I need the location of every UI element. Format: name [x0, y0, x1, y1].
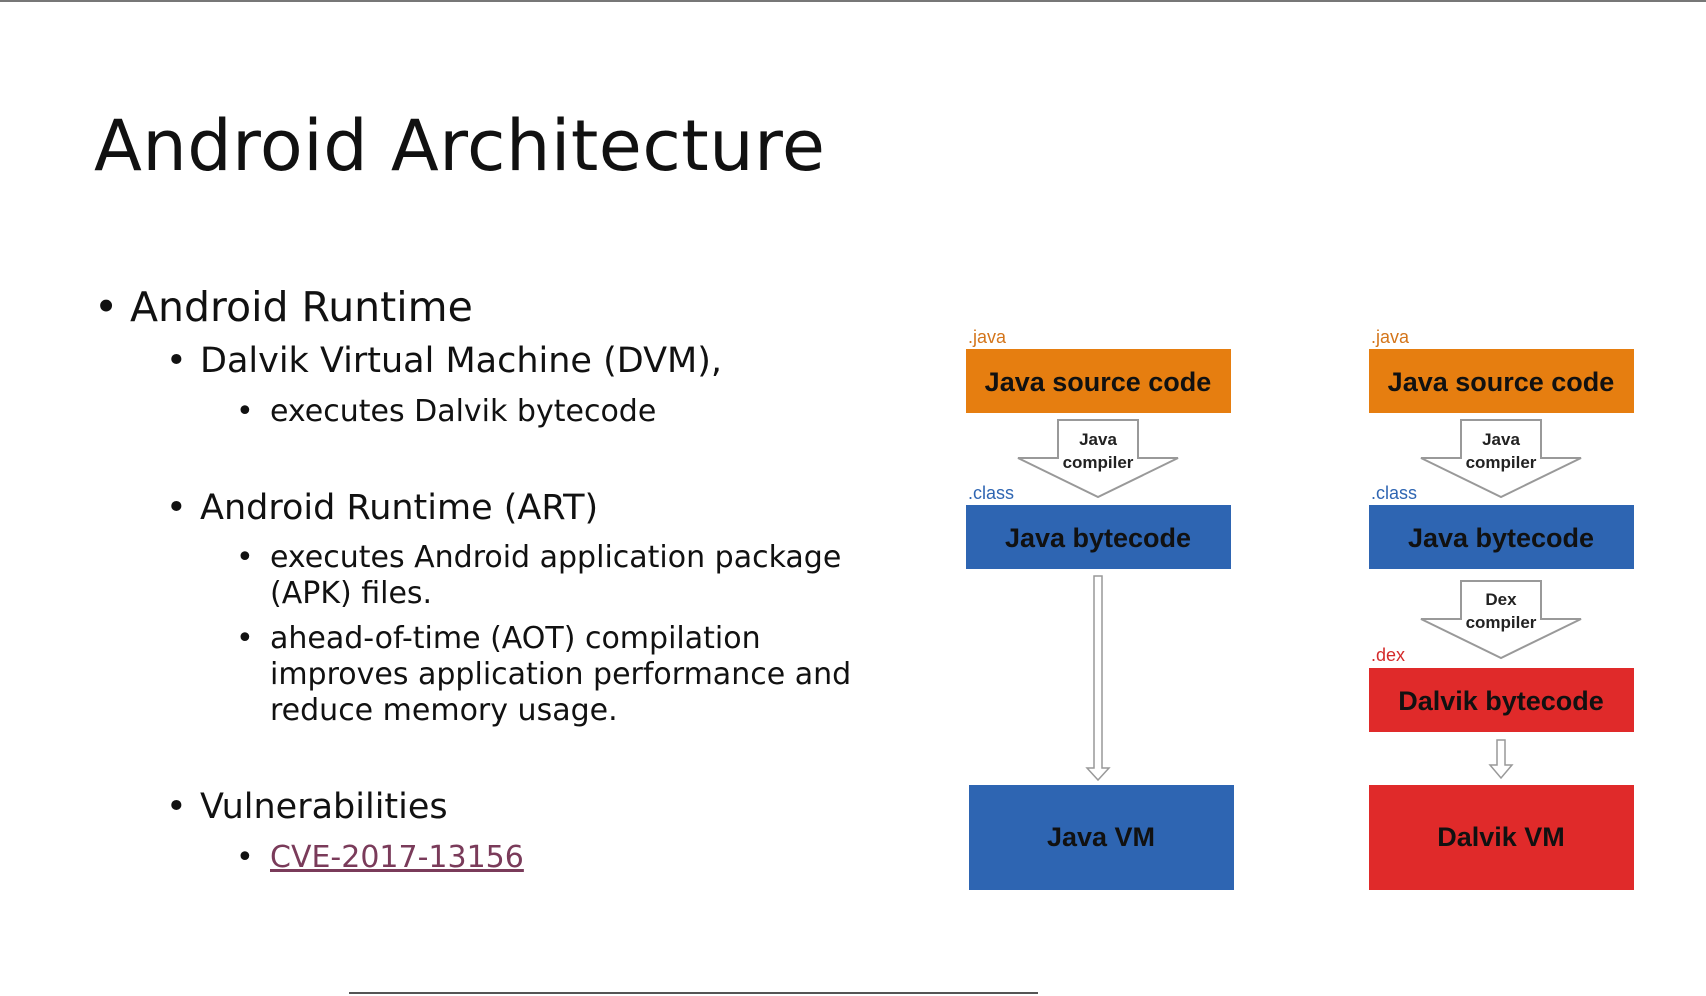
left-compiler-label-2: compiler — [1063, 453, 1134, 472]
left-java-vm-label: Java VM — [1047, 822, 1155, 852]
bullet-line: executes Dalvik bytecode — [270, 394, 657, 429]
right-compiler-label-2: compiler — [1466, 453, 1537, 472]
right-java-bytecode-box — [1369, 505, 1634, 569]
right-java-source-box — [1369, 349, 1634, 413]
left-java-source-box — [966, 349, 1231, 413]
bullet-dot: • — [236, 621, 254, 656]
bullet-dot: • — [166, 787, 187, 827]
bullet-dot: • — [166, 341, 187, 381]
left-java-vm-box — [969, 785, 1234, 890]
left-java-compiler-arrow — [1017, 419, 1179, 499]
bullet-text: Vulnerabilities — [200, 787, 448, 827]
bullet-text: executes Dalvik bytecode — [270, 394, 656, 430]
bullet-line: (APK) files. — [270, 576, 433, 611]
right-java-compiler-arrow — [1420, 419, 1582, 499]
bullet-line: executes Android application package — [270, 540, 842, 575]
left-ext-class: .class — [968, 483, 1014, 503]
right-dex-label-2: compiler — [1466, 613, 1537, 632]
right-dex-compiler-arrow — [1420, 580, 1582, 660]
left-java-bytecode-box — [966, 505, 1231, 569]
right-short-arrow — [1488, 739, 1514, 780]
left-java-source-label: Java source code — [985, 367, 1212, 397]
bullet-dot: • — [236, 394, 254, 429]
right-java-source-label: Java source code — [1388, 367, 1615, 397]
right-dalvik-bytecode-box — [1369, 668, 1634, 732]
right-ext-dex: .dex — [1371, 645, 1405, 665]
bullet-dot: • — [166, 488, 187, 528]
bullet-text: ahead-of-time (AOT) compilation improves… — [270, 621, 851, 729]
bullet-line: ahead-of-time (AOT) compilation — [270, 621, 761, 656]
bullet-text: Android Runtime (ART) — [200, 488, 599, 528]
bullet-dot: • — [236, 840, 254, 875]
bullet-text: CVE-2017-13156 — [270, 840, 524, 876]
right-ext-java: .java — [1371, 327, 1410, 347]
right-dex-label-1: Dex — [1485, 590, 1517, 609]
bullet-dot: • — [94, 283, 119, 331]
right-ext-class: .class — [1371, 483, 1417, 503]
bullet-dot: • — [236, 540, 254, 575]
bullet-text: Android Runtime — [130, 283, 473, 331]
right-java-bytecode-label: Java bytecode — [1408, 523, 1594, 553]
right-dalvik-vm-label: Dalvik VM — [1437, 822, 1565, 852]
left-ext-java: .java — [968, 327, 1007, 347]
top-border — [0, 0, 1706, 2]
bottom-border — [349, 992, 1038, 994]
cve-link[interactable]: CVE-2017-13156 — [270, 840, 524, 875]
slide-title: Android Architecture — [94, 105, 826, 187]
right-dalvik-bytecode-label: Dalvik bytecode — [1398, 686, 1604, 716]
left-java-bytecode-label: Java bytecode — [1005, 523, 1191, 553]
bullet-line: improves application performance and — [270, 657, 852, 692]
left-compiler-label-1: Java — [1079, 430, 1117, 449]
bullet-line: reduce memory usage. — [270, 693, 618, 728]
bullet-text: executes Android application package (AP… — [270, 540, 841, 612]
bullet-text: Dalvik Virtual Machine (DVM), — [200, 341, 722, 381]
right-compiler-label-1: Java — [1482, 430, 1520, 449]
left-long-arrow — [1085, 575, 1111, 782]
right-dalvik-vm-box — [1369, 785, 1634, 890]
